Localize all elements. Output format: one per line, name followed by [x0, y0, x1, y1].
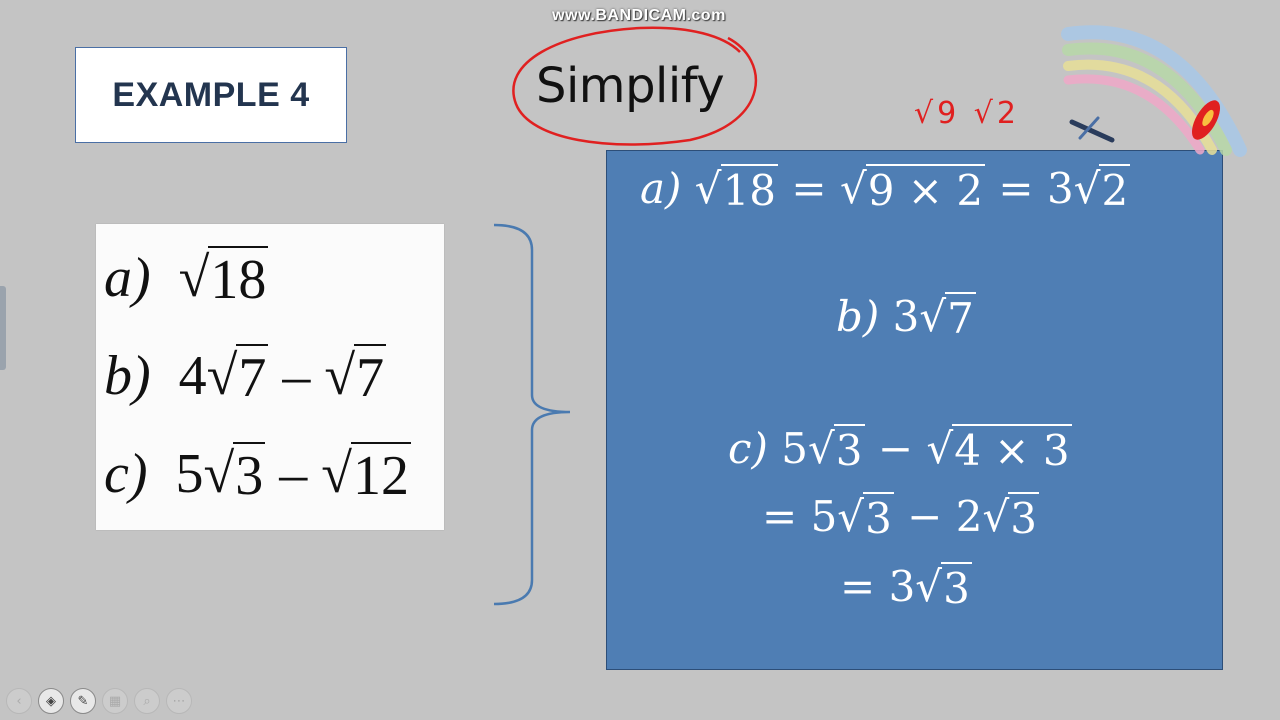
- problem-b: b) 4√7 – √7: [104, 344, 387, 410]
- sqrt-term: √2: [1073, 164, 1131, 215]
- sqrt-term: √18: [694, 164, 779, 215]
- answer-b: b) 3√7: [836, 292, 976, 343]
- pointer-icon[interactable]: ◈: [38, 688, 64, 714]
- sqrt-term: √7: [324, 344, 387, 410]
- sqrt-arg: 7: [354, 344, 387, 410]
- sqrt-arg: 3: [863, 492, 894, 543]
- coefficient: 3: [888, 562, 916, 611]
- sqrt-term: √3: [915, 562, 972, 613]
- pen-icon[interactable]: ✎: [70, 688, 96, 714]
- problem-a-label: a): [104, 247, 151, 309]
- sqrt-arg: 18: [720, 164, 779, 215]
- slide-title: Simplify: [536, 58, 725, 114]
- sqrt-term: √3: [837, 492, 894, 543]
- prev-icon[interactable]: ‹: [6, 688, 32, 714]
- example-label: EXAMPLE 4: [112, 75, 310, 114]
- coefficient: 5: [781, 424, 809, 473]
- sqrt-term: √4 × 3: [926, 424, 1072, 475]
- answer-a: a) √18 = √9 × 2 = 3√2: [640, 164, 1131, 215]
- operator: –: [282, 345, 311, 407]
- slides-icon[interactable]: ▦: [102, 688, 128, 714]
- more-icon[interactable]: ⋯: [166, 688, 192, 714]
- zoom-icon[interactable]: ⌕: [134, 688, 160, 714]
- sqrt-arg: 3: [833, 424, 865, 475]
- equals-sign: =: [840, 562, 876, 611]
- example-label-box: EXAMPLE 4: [75, 47, 347, 143]
- answer-c-line1: c) 5√3 − √4 × 3: [728, 424, 1072, 475]
- sqrt-arg: 3: [233, 442, 266, 508]
- problems-card: [96, 224, 444, 530]
- handwritten-note: √9 √2: [914, 96, 1020, 131]
- answer-c-line2: = 5√3 − 2√3: [762, 492, 1039, 543]
- problem-b-label: b): [104, 345, 151, 407]
- rocket-pointer-icon: [1192, 100, 1220, 140]
- slideshow-toolbar: ‹ ◈ ✎ ▦ ⌕ ⋯: [6, 688, 192, 714]
- answer-b-label: b): [836, 292, 880, 341]
- coefficient: 3: [892, 292, 920, 341]
- answer-c-line3: = 3√3: [840, 562, 972, 613]
- equals-sign: =: [998, 164, 1034, 213]
- problem-c: c) 5√3 – √12: [104, 442, 411, 508]
- answer-c-label: c): [728, 424, 768, 473]
- side-panel-tab[interactable]: [0, 286, 6, 370]
- sqrt-arg: 3: [941, 562, 972, 613]
- sqrt-term: √12: [321, 442, 411, 508]
- equals-sign: =: [791, 164, 827, 213]
- sqrt-term: √3: [808, 424, 865, 475]
- answer-a-label: a): [640, 164, 682, 213]
- coefficient: 4: [178, 345, 207, 407]
- coefficient: 5: [810, 492, 838, 541]
- coefficient: 3: [1046, 164, 1074, 213]
- operator: −: [877, 424, 914, 473]
- operator: –: [279, 443, 308, 505]
- sqrt-arg: 7: [945, 292, 976, 343]
- answers-box: [606, 150, 1223, 670]
- sqrt-term: √9 × 2: [839, 164, 986, 215]
- sqrt-18: √18: [178, 246, 269, 312]
- problem-a: a) √18: [104, 246, 269, 312]
- sqrt-term: √7: [206, 344, 269, 410]
- sqrt-arg: 7: [236, 344, 269, 410]
- curly-brace: [493, 223, 571, 606]
- sqrt-term: √3: [203, 442, 266, 508]
- sqrt-term: √3: [982, 492, 1039, 543]
- recording-watermark: www.BANDICAM.com: [552, 7, 726, 24]
- equals-sign: =: [762, 492, 798, 541]
- sqrt-arg: 18: [208, 246, 269, 312]
- coefficient: 2: [955, 492, 983, 541]
- coefficient: 5: [175, 443, 204, 505]
- operator: −: [907, 492, 943, 541]
- sqrt-arg: 2: [1099, 164, 1131, 215]
- sqrt-arg: 3: [1008, 492, 1039, 543]
- ink-circle: [512, 26, 758, 146]
- sqrt-term: √7: [919, 292, 976, 343]
- problem-c-label: c): [104, 443, 148, 505]
- pen-cursor-icon: [1069, 116, 1115, 143]
- sqrt-arg: 4 × 3: [952, 424, 1072, 475]
- sqrt-arg: 9 × 2: [865, 164, 986, 215]
- sqrt-arg: 12: [350, 442, 411, 508]
